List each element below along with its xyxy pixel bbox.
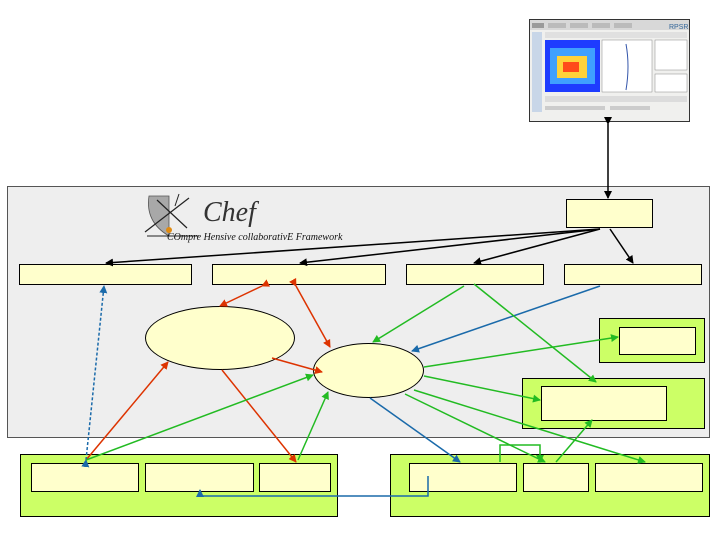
bottom-left-box-2: [145, 463, 254, 492]
bottom-right-panel: [390, 454, 710, 517]
green-panel-large-box: [541, 386, 667, 421]
screenshot-brand: RPSR: [669, 24, 688, 31]
module-box-3: [406, 264, 544, 285]
chef-logo-subtitle: COmpre Hensive collaborativE Framework: [167, 232, 343, 243]
chef-logo-title: Chef: [203, 197, 256, 228]
bottom-left-panel: [20, 454, 338, 517]
module-box-4: [564, 264, 702, 285]
module-box-1: [19, 264, 192, 285]
process-ellipse-2: [313, 343, 424, 398]
bottom-left-box-1: [31, 463, 139, 492]
green-panel-large: [522, 378, 705, 429]
module-box-2: [212, 264, 386, 285]
green-panel-small-box: [619, 327, 696, 355]
process-ellipse-1: [145, 306, 295, 370]
chef-logo: Chef COmpre Hensive collaborativE Framew…: [143, 192, 363, 244]
bottom-right-box-2: [523, 463, 589, 492]
application-screenshot: RPSR: [529, 19, 690, 122]
bottom-right-box-1: [409, 463, 517, 492]
screenshot-image: RPSR: [530, 20, 689, 121]
bottom-right-box-3: [595, 463, 703, 492]
green-panel-small: [599, 318, 705, 363]
bottom-left-box-3: [259, 463, 331, 492]
hub-box: [566, 199, 653, 228]
